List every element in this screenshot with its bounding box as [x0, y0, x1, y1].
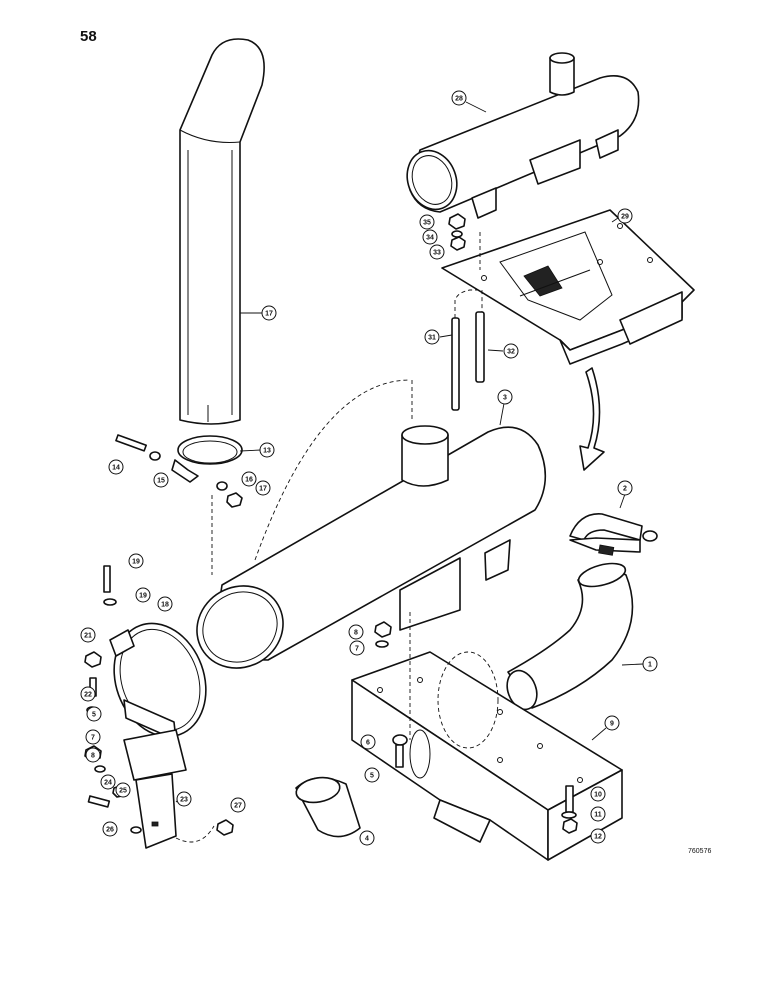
drawing-code: 760576	[688, 848, 712, 855]
callout-11-label: 11	[594, 812, 602, 819]
callout-10: 10	[590, 786, 606, 802]
exhaust-stack	[179, 38, 265, 425]
callout-14-label: 14	[112, 465, 120, 472]
callout-25: 24	[100, 774, 116, 790]
muffler	[196, 379, 547, 669]
elbow-pipe	[506, 562, 634, 711]
clamp-band	[109, 622, 207, 741]
callout-21-label: 19	[139, 593, 147, 600]
callout-28-label: 27	[234, 803, 242, 810]
callout-3: 3	[497, 389, 513, 405]
callout-group: 17 28 29 35 34 33 31 32 3 13 14 15 16 17…	[80, 90, 658, 846]
callout-17-label: 17	[259, 486, 267, 493]
callout-31: 31	[424, 329, 440, 345]
callout-7-left-label: 7	[91, 735, 95, 742]
callout-30-label: 29	[621, 214, 629, 221]
callout-11: 11	[590, 806, 606, 822]
callout-16: 16	[241, 471, 257, 487]
callout-31-label: 31	[428, 335, 436, 342]
callout-12: 12	[590, 828, 606, 844]
callout-19: 18	[157, 596, 173, 612]
lower-right-fasteners	[561, 785, 578, 834]
callout-22: 21	[80, 627, 96, 643]
mounting-studs	[411, 232, 485, 420]
callout-34: 34	[422, 229, 438, 245]
support-leg	[123, 729, 215, 849]
callout-29: 28	[451, 90, 467, 106]
callout-7-label: 7	[355, 646, 359, 653]
u-bolt-clamp	[569, 513, 658, 556]
callout-23: 22	[80, 686, 96, 702]
callout-5-left: 5	[86, 706, 102, 722]
callout-5: 5	[364, 767, 380, 783]
bracket-fasteners	[374, 612, 411, 768]
callout-29-label: 28	[455, 96, 463, 103]
callout-5-left-label: 5	[92, 712, 96, 719]
callout-8: 8	[348, 624, 364, 640]
callout-12-label: 12	[594, 834, 602, 841]
callout-27-label: 26	[106, 827, 114, 834]
callout-28: 27	[230, 797, 246, 813]
callout-33: 33	[429, 244, 445, 260]
callout-18-label: 17	[265, 311, 273, 318]
mounting-plate	[441, 209, 695, 365]
callout-8-label: 8	[354, 630, 358, 637]
callout-7: 7	[349, 640, 365, 656]
callout-6: 6	[360, 734, 376, 750]
callout-25-label: 24	[104, 780, 112, 787]
callout-10-label: 10	[594, 792, 602, 799]
stack-clamp	[115, 434, 243, 508]
upper-muffler	[406, 52, 640, 219]
callout-8-left: 8	[85, 747, 101, 763]
callout-1-label: 1	[648, 662, 652, 669]
callout-7-left: 7	[85, 729, 101, 745]
muffler-bracket	[351, 651, 623, 861]
callout-13: 13	[259, 442, 275, 458]
callout-23-label: 22	[84, 692, 92, 699]
callout-34-label: 34	[426, 235, 434, 242]
callout-9: 9	[604, 715, 620, 731]
callout-2-label: 2	[623, 486, 627, 493]
callout-21: 19	[135, 587, 151, 603]
callout-32: 32	[503, 343, 519, 359]
assembly-arrow	[579, 367, 605, 471]
callout-8-left-label: 8	[91, 753, 95, 760]
callout-19-label: 18	[161, 602, 169, 609]
callout-22-label: 21	[84, 633, 92, 640]
callout-18: 17	[261, 305, 277, 321]
callout-26: 25	[115, 782, 131, 798]
callout-4: 4	[359, 830, 375, 846]
callout-32-label: 32	[507, 349, 515, 356]
callout-16-label: 16	[245, 477, 253, 484]
callout-27: 26	[102, 821, 118, 837]
callout-20: 19	[128, 553, 144, 569]
callout-35: 35	[419, 214, 435, 230]
callout-24: 23	[176, 791, 192, 807]
callout-33-label: 33	[433, 250, 441, 257]
callout-14: 14	[108, 459, 124, 475]
callout-35-label: 35	[423, 220, 431, 227]
callout-5-label: 5	[370, 773, 374, 780]
callout-4-label: 4	[365, 836, 369, 843]
callout-9-label: 9	[610, 721, 614, 728]
callout-15-label: 15	[157, 478, 165, 485]
callout-13-label: 13	[263, 448, 271, 455]
callout-24-label: 23	[180, 797, 188, 804]
callout-2: 2	[617, 480, 633, 496]
callout-20-label: 19	[132, 559, 140, 566]
callout-30: 29	[617, 208, 633, 224]
bushing	[295, 776, 361, 838]
callout-17: 17	[255, 480, 271, 496]
callout-3-label: 3	[503, 395, 507, 402]
callout-26-label: 25	[119, 788, 127, 795]
page-number: 58	[80, 28, 97, 45]
callout-6-label: 6	[366, 740, 370, 747]
callout-1: 1	[642, 656, 658, 672]
callout-15: 15	[153, 472, 169, 488]
upper-fasteners	[448, 213, 466, 251]
